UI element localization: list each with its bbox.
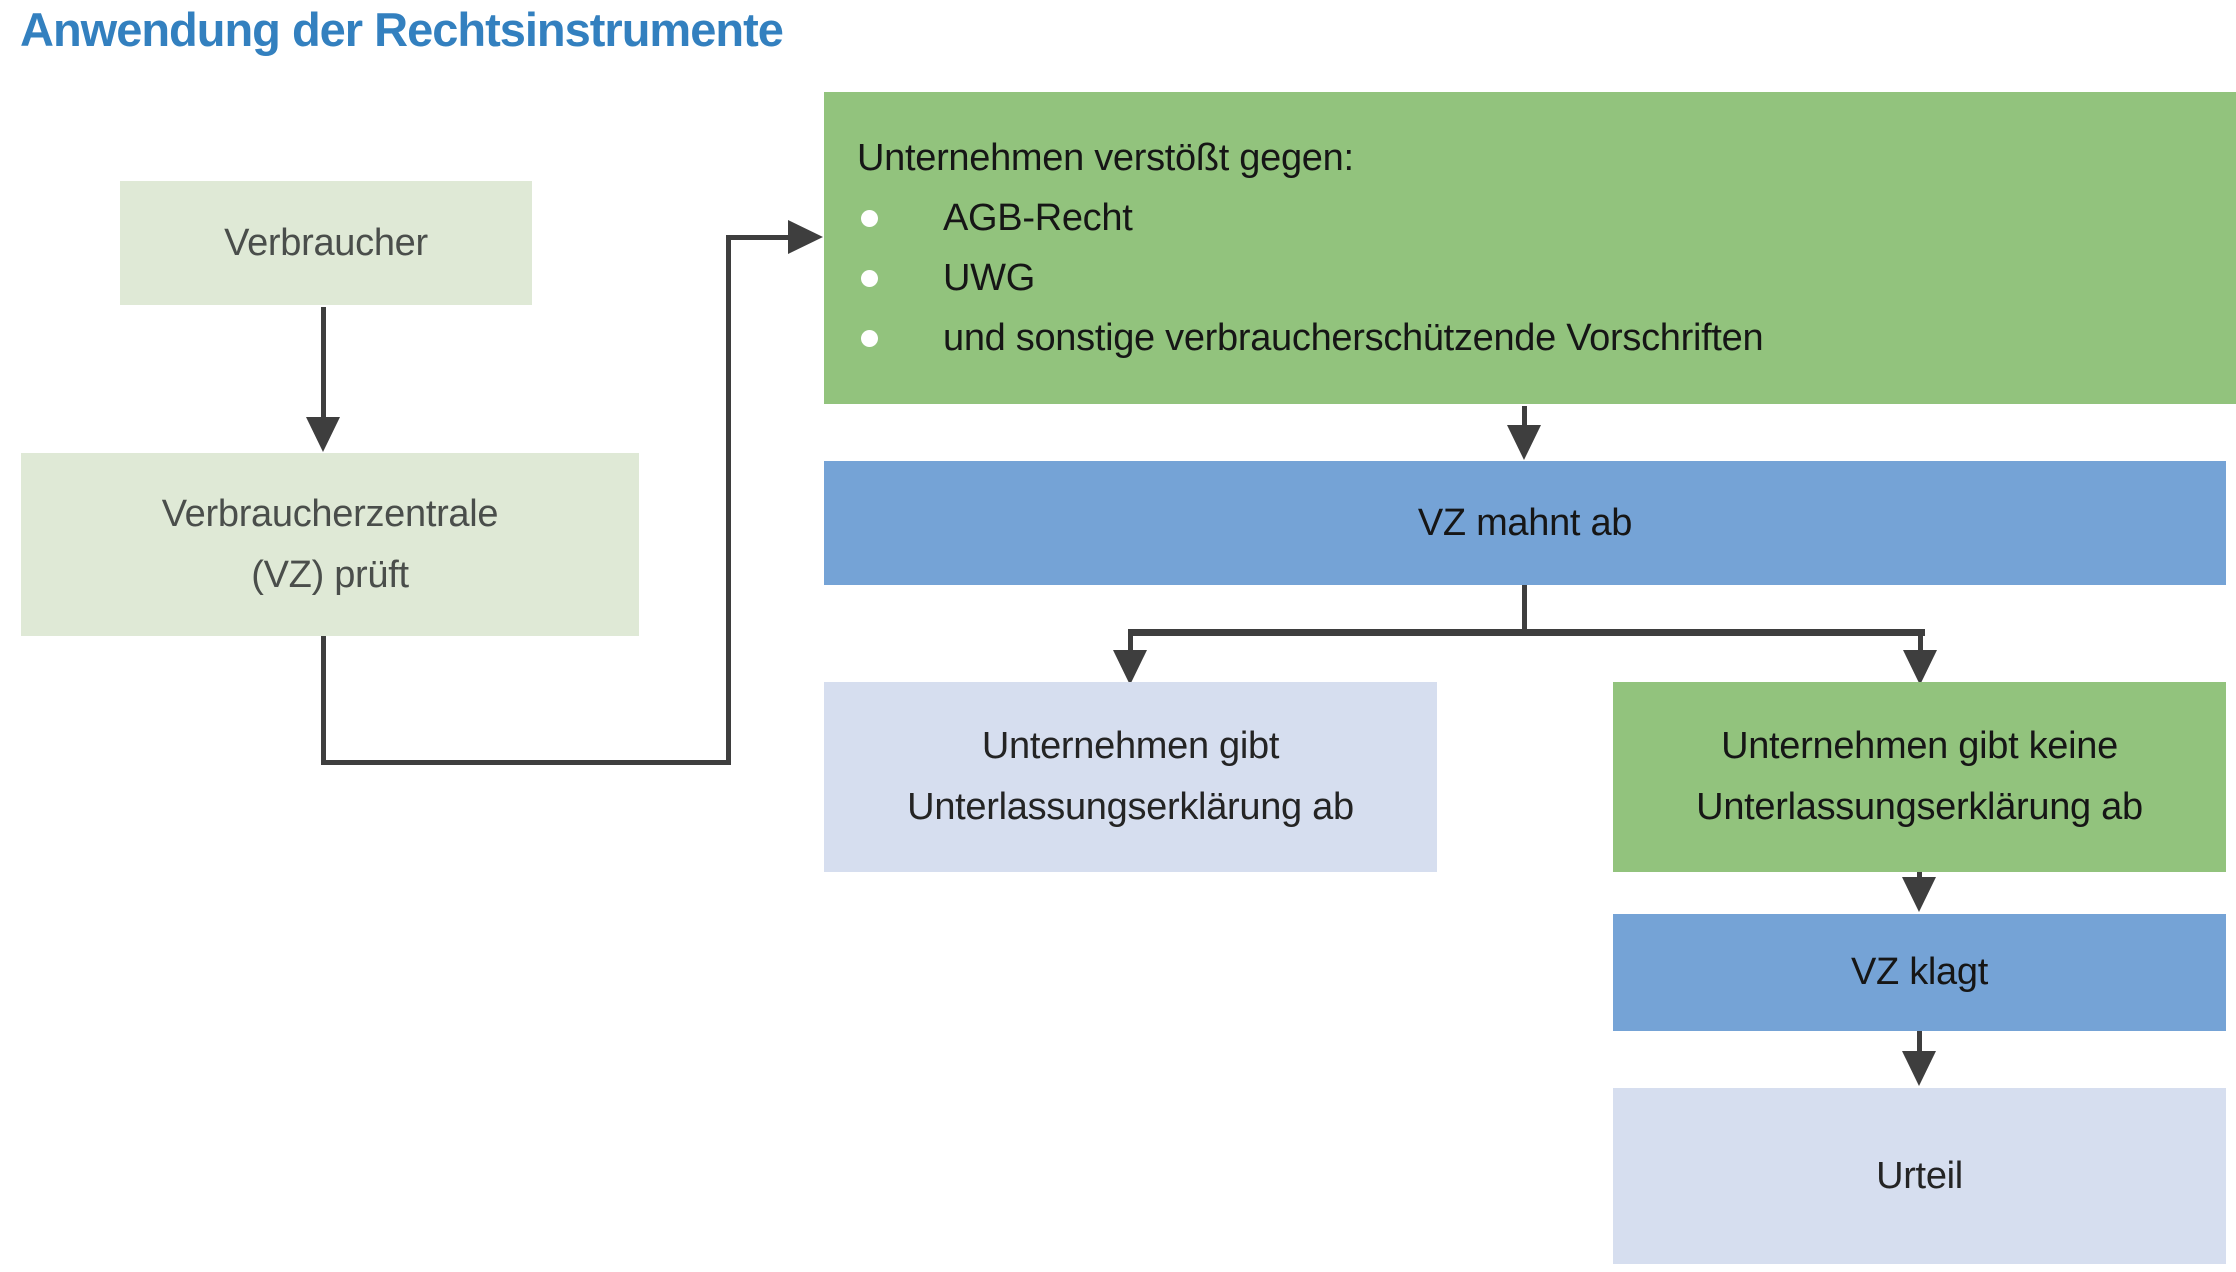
node-urteil-label: Urteil — [1876, 1154, 1963, 1197]
arrow-down-icon — [1113, 650, 1147, 685]
node-vz-prueft: Verbraucherzentrale (VZ) prüft — [21, 453, 639, 636]
node-vz-klagt-label: VZ klagt — [1851, 951, 1988, 993]
list-item: und sonstige verbraucherschützende Vorsc… — [857, 308, 2236, 368]
bullet-dot-icon — [861, 269, 878, 287]
arrow-down-icon — [1903, 650, 1937, 685]
connector-elbow-down — [321, 636, 326, 765]
node-vz-klagt: VZ klagt — [1613, 914, 2226, 1031]
connector-branch-bar — [1128, 629, 1925, 636]
connector-branch-left — [1128, 632, 1133, 654]
node-verstoss-intro: Unternehmen verstößt gegen: — [857, 137, 1354, 179]
connector-klagt-urteil — [1917, 1031, 1922, 1056]
node-vz-mahnt-ab: VZ mahnt ab — [824, 461, 2226, 585]
arrow-down-icon — [1902, 1051, 1936, 1086]
bullet-label: AGB-Recht — [943, 197, 1133, 239]
node-gibt-keine-ab-line2: Unterlassungserklärung ab — [1696, 786, 2143, 828]
page-title: Anwendung der Rechtsinstrumente — [20, 3, 784, 56]
node-vz-mahnt-ab-label: VZ mahnt ab — [1417, 501, 1633, 544]
connector-branch-right — [1918, 632, 1923, 654]
bullet-label: und sonstige verbraucherschützende Vorsc… — [943, 317, 1764, 359]
arrow-down-icon — [1902, 877, 1936, 912]
bullet-dot-icon — [861, 329, 878, 347]
arrow-down-icon — [306, 417, 340, 452]
node-verbraucher: Verbraucher — [120, 181, 532, 305]
connector-verstoss-mahnt — [1522, 406, 1527, 430]
connector-branch-stem — [1522, 585, 1527, 634]
list-item: AGB-Recht — [857, 188, 2236, 248]
node-gibt-ab-line1: Unternehmen gibt — [981, 725, 1280, 767]
node-urteil: Urteil — [1613, 1088, 2226, 1264]
connector-elbow-right — [726, 235, 791, 240]
bullet-label: UWG — [943, 257, 1035, 299]
node-verbraucher-label: Verbraucher — [224, 221, 428, 264]
node-vz-prueft-line1: Verbraucherzentrale — [161, 492, 499, 535]
bullet-dot-icon — [861, 209, 878, 227]
node-gibt-ab: Unternehmen gibt Unterlassungserklärung … — [824, 682, 1437, 872]
list-item: UWG — [857, 248, 2236, 308]
connector-elbow-up — [726, 235, 731, 765]
connector-verbraucher-vzprueft — [321, 307, 326, 420]
node-gibt-keine-ab: Unternehmen gibt keine Unterlassungserkl… — [1613, 682, 2226, 872]
node-gibt-ab-line2: Unterlassungserklärung ab — [907, 786, 1354, 828]
connector-elbow-across — [321, 760, 731, 765]
node-verstoss: Unternehmen verstößt gegen: AGB-Recht UW… — [824, 92, 2236, 404]
arrow-right-icon — [788, 220, 823, 254]
arrow-down-icon — [1507, 425, 1541, 460]
node-gibt-keine-ab-line1: Unternehmen gibt keine — [1721, 725, 2118, 767]
node-vz-prueft-line2: (VZ) prüft — [251, 553, 409, 596]
